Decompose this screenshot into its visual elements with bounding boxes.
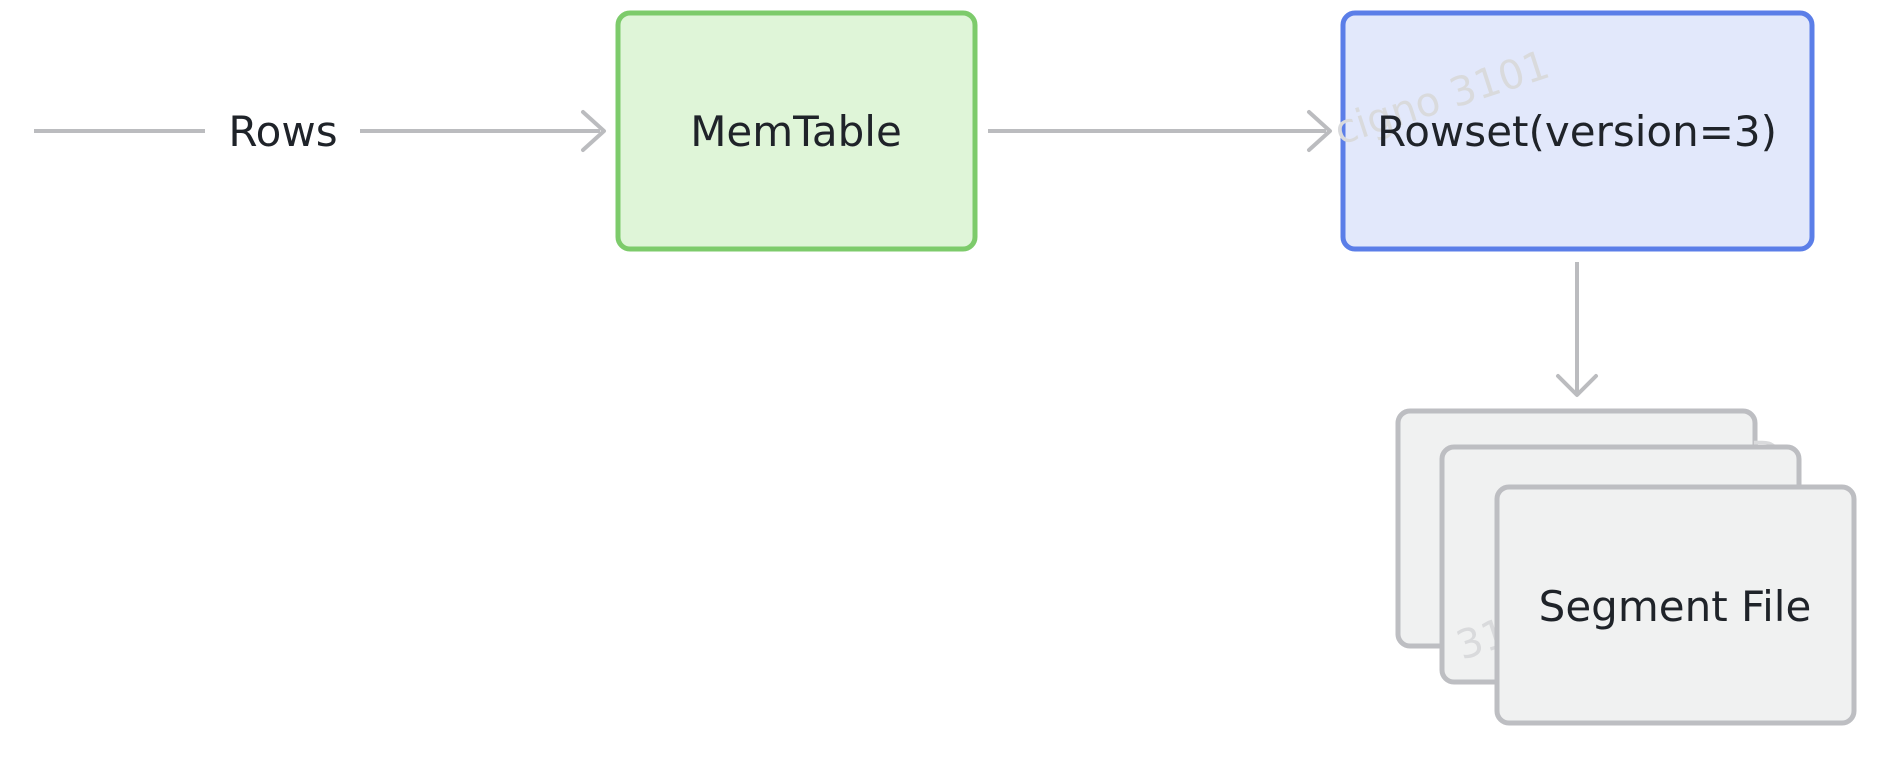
edge-memtable-to-rowset [988,110,1332,152]
arrowhead-rowset [1307,110,1332,152]
arrowhead-segment [1556,374,1598,397]
node-rowset: cigno 3101 Rowset(version=3) [1329,10,1815,252]
node-segment-file-stack: D 3101 Segment File [1395,408,1857,726]
memtable-label: MemTable [690,107,902,156]
edge-rows-to-memtable: Rows [34,107,606,156]
edge-rowset-to-segment [1556,262,1598,397]
arrowhead-memtable [581,110,606,152]
segment-card-front [1494,484,1857,726]
memtable-box [615,10,978,252]
edge-label-rows: Rows [228,107,337,156]
rowset-box [1340,10,1815,252]
rowset-label: Rowset(version=3) [1377,107,1777,156]
node-memtable: MemTable [615,10,978,252]
segment-label: Segment File [1539,582,1812,631]
